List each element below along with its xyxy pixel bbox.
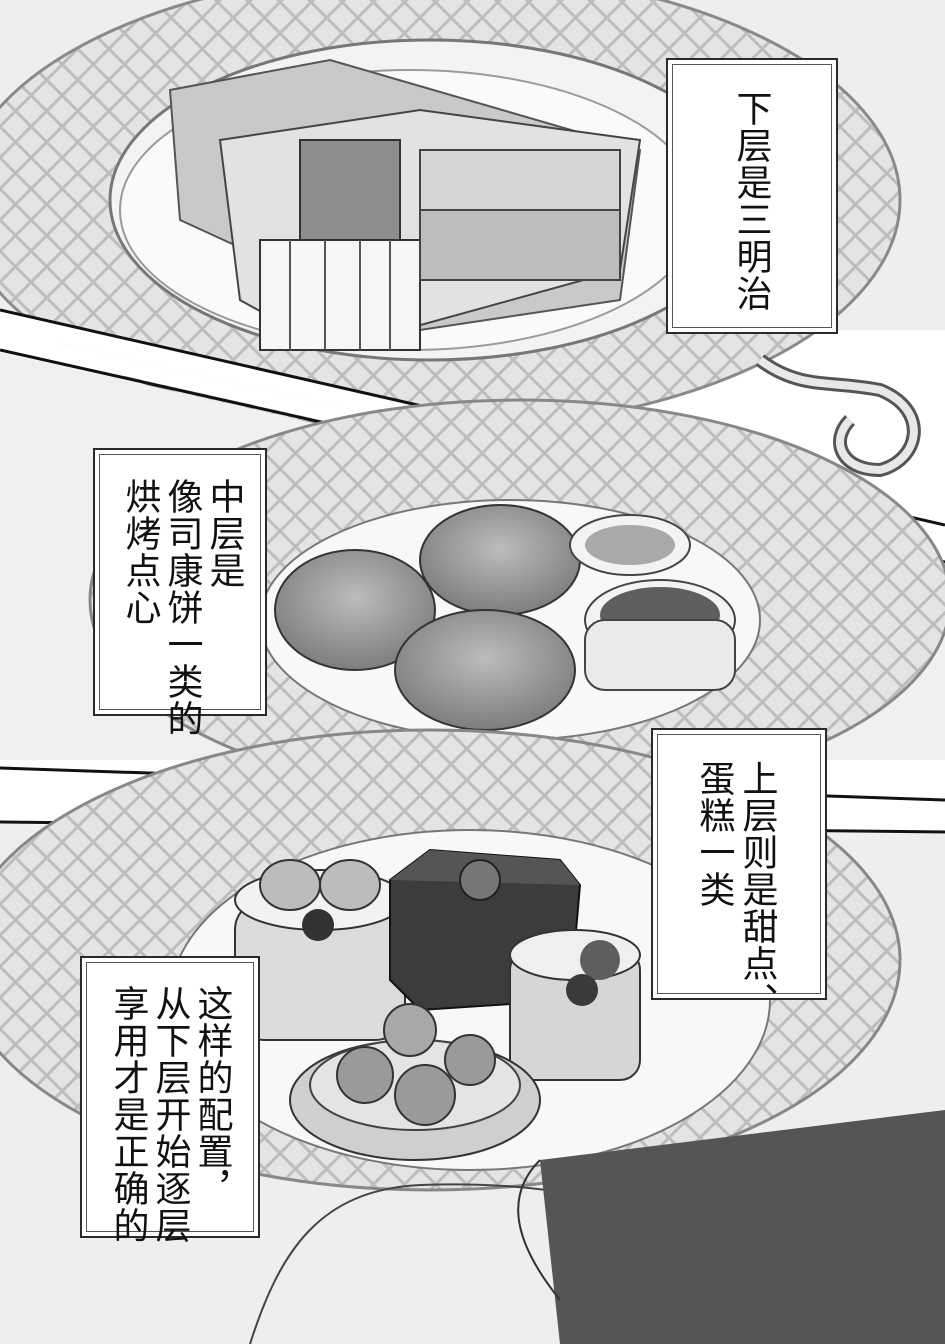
- caption-4-line-3: 享用才是正确的: [107, 985, 149, 1244]
- caption-box-1: [666, 58, 838, 334]
- caption-1-line-1: 下层是三明治: [730, 90, 772, 312]
- caption-box-2: [93, 448, 267, 716]
- caption-4-line-1: 这样的配置，: [191, 985, 233, 1207]
- caption-3-line-1: 上层则是甜点、: [736, 760, 778, 1019]
- caption-3-line-2: 蛋糕一类: [693, 760, 735, 908]
- caption-2-line-2: 像司康饼一类的: [161, 478, 203, 737]
- caption-4-line-2: 从下层开始逐层: [149, 985, 191, 1244]
- caption-box-4: [80, 956, 260, 1238]
- caption-2-line-1: 中层是: [203, 478, 245, 589]
- caption-2-line-3: 烘烤点心: [119, 478, 161, 626]
- caption-box-3: [651, 728, 827, 1000]
